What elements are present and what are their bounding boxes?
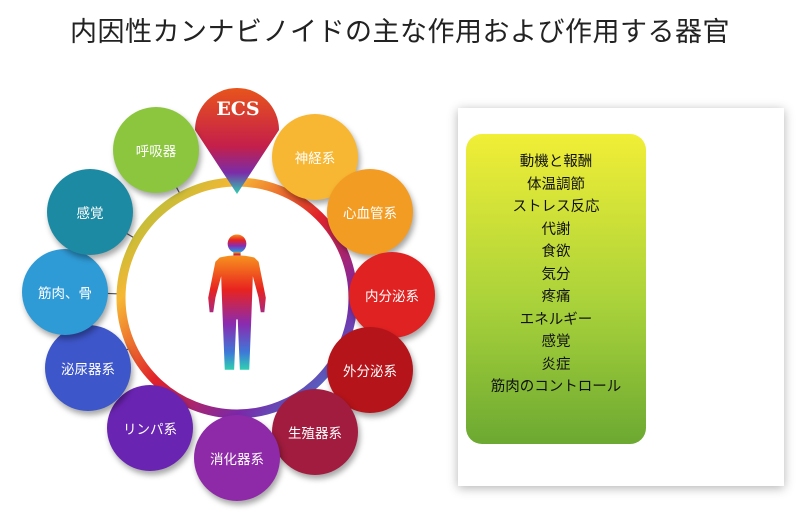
organ-label: 消化器系 xyxy=(210,452,264,468)
effects-list: 動機と報酬体温調節ストレス反応代謝食欲気分疼痛エネルギー感覚炎症筋肉のコントロー… xyxy=(466,134,646,444)
organ-label: 生殖器系 xyxy=(288,426,342,442)
effect-item: 動機と報酬 xyxy=(519,154,593,170)
organ-bubble[interactable]: 泌尿器系 xyxy=(45,325,131,411)
effect-item: 食欲 xyxy=(541,244,571,260)
organ-label: リンパ系 xyxy=(123,422,177,438)
organ-label: 呼吸器 xyxy=(135,144,177,160)
effects-panel: 動機と報酬体温調節ストレス反応代謝食欲気分疼痛エネルギー感覚炎症筋肉のコントロー… xyxy=(458,108,784,486)
effect-item: エネルギー xyxy=(519,311,593,328)
effect-item: 炎症 xyxy=(541,356,571,373)
organ-label: 外分泌系 xyxy=(343,364,397,380)
organ-bubble[interactable]: リンパ系 xyxy=(107,385,193,471)
organ-label: 神経系 xyxy=(294,151,336,167)
diagram-title: 内因性カンナビノイドの主な作用および作用する器官 xyxy=(70,17,730,48)
organ-label: 心血管系 xyxy=(343,206,397,222)
effect-item: 感覚 xyxy=(541,334,571,350)
effect-item: 疼痛 xyxy=(541,289,571,305)
organ-bubble[interactable]: 生殖器系 xyxy=(272,389,358,475)
effect-item: 体温調節 xyxy=(527,176,585,193)
effect-item: ストレス反応 xyxy=(512,199,600,215)
organ-label: 筋肉、骨 xyxy=(38,286,92,302)
organ-bubble[interactable]: 感覚 xyxy=(47,169,133,255)
ecs-label: ECS xyxy=(216,98,260,120)
organ-bubble[interactable]: 消化器系 xyxy=(194,415,280,501)
organ-bubble[interactable]: 内分泌系 xyxy=(349,252,435,338)
organ-bubble[interactable]: 呼吸器 xyxy=(113,107,199,193)
organ-label: 泌尿器系 xyxy=(61,362,115,378)
organ-label: 感覚 xyxy=(76,206,104,222)
effect-item: 気分 xyxy=(541,266,571,283)
effect-item: 筋肉のコントロール xyxy=(490,379,622,395)
organ-bubble[interactable]: 筋肉、骨 xyxy=(22,249,108,335)
effect-item: 代謝 xyxy=(541,221,571,238)
ecs-pin-shape xyxy=(195,88,279,194)
organ-bubble[interactable]: 心血管系 xyxy=(327,169,413,255)
organ-label: 内分泌系 xyxy=(365,289,419,305)
